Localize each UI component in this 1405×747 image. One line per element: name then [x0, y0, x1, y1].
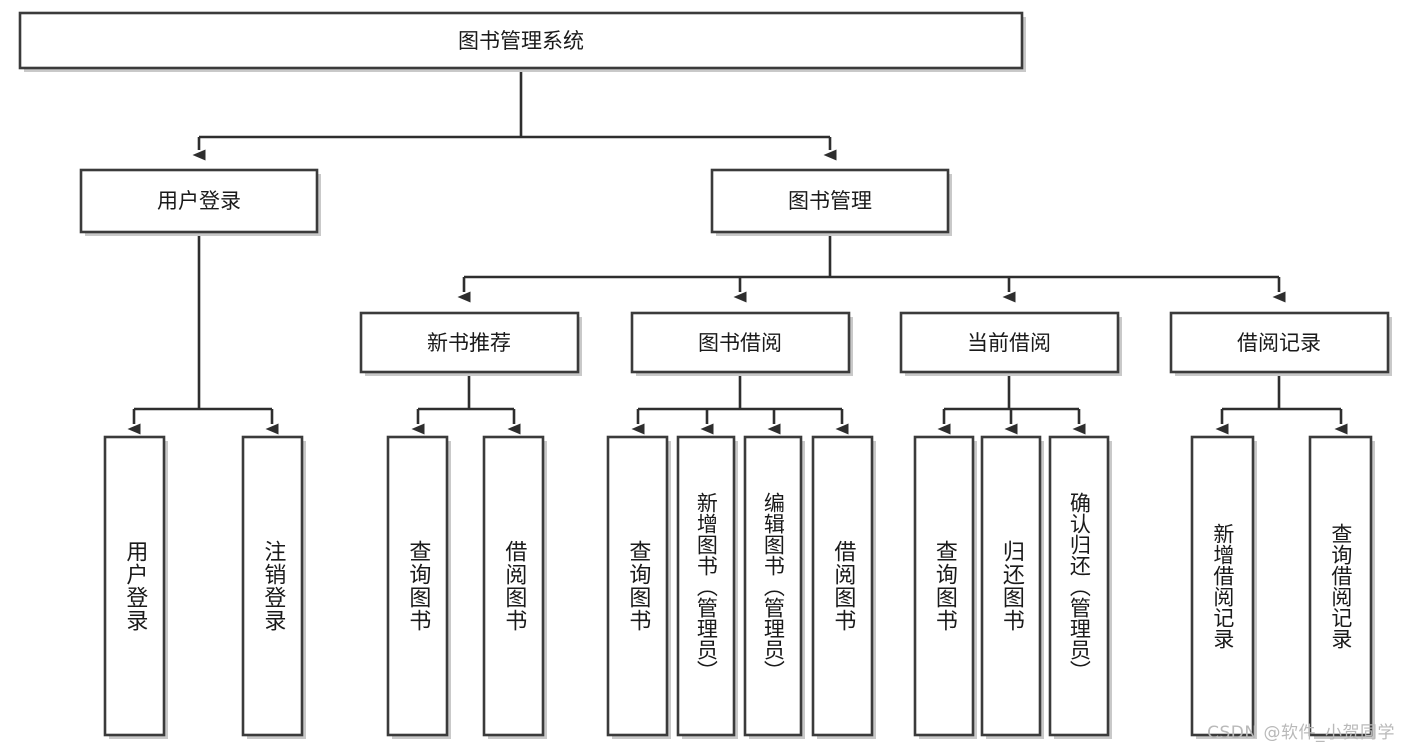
node-book-borrow-box[interactable] — [630, 311, 851, 374]
node-book-management-label: 图书管理 — [788, 189, 872, 213]
node-root-box[interactable] — [18, 11, 1024, 70]
leaf-box-0[interactable] — [103, 435, 166, 737]
leaf-box-6[interactable] — [743, 435, 803, 737]
node-root[interactable]: 图书管理系统 — [18, 11, 1026, 72]
node-new-book-recommend-box[interactable] — [359, 311, 580, 374]
leaf-box-8[interactable] — [913, 435, 975, 737]
node-book-management[interactable]: 图书管理 — [710, 168, 952, 236]
connector-layer — [127, 69, 1348, 435]
node-book-borrow-label: 图书借阅 — [698, 331, 782, 355]
leaf-box-7[interactable] — [811, 435, 874, 737]
node-user-login[interactable]: 用户登录 — [79, 168, 321, 236]
node-current-borrow-box[interactable] — [899, 311, 1120, 374]
node-borrow-record-box[interactable] — [1169, 311, 1390, 374]
leaf-box-11[interactable] — [1190, 435, 1255, 737]
node-root-label: 图书管理系统 — [458, 29, 584, 53]
leaf-box-3[interactable] — [482, 435, 545, 737]
node-user-login-box[interactable] — [79, 168, 319, 234]
node-book-borrow[interactable]: 图书借阅 — [630, 311, 853, 376]
watermark-text: CSDN @软件_小贺同学 — [1207, 723, 1395, 743]
leaf-box-1[interactable] — [241, 435, 304, 737]
leaf-box-9[interactable] — [980, 435, 1042, 737]
node-new-book-recommend[interactable]: 新书推荐 — [359, 311, 582, 376]
leaf-box-2[interactable] — [386, 435, 449, 737]
node-new-book-recommend-label: 新书推荐 — [427, 331, 511, 355]
node-book-management-box[interactable] — [710, 168, 950, 234]
node-borrow-record-label: 借阅记录 — [1237, 331, 1321, 355]
node-current-borrow[interactable]: 当前借阅 — [899, 311, 1122, 376]
node-user-login-label: 用户登录 — [157, 189, 241, 213]
node-current-borrow-label: 当前借阅 — [967, 331, 1051, 355]
leaf-box-layer — [103, 435, 1375, 739]
leaf-box-12[interactable] — [1308, 435, 1373, 737]
node-borrow-record[interactable]: 借阅记录 — [1169, 311, 1392, 376]
leaf-box-5[interactable] — [676, 435, 736, 737]
leaf-box-10[interactable] — [1048, 435, 1110, 737]
leaf-box-4[interactable] — [606, 435, 669, 737]
